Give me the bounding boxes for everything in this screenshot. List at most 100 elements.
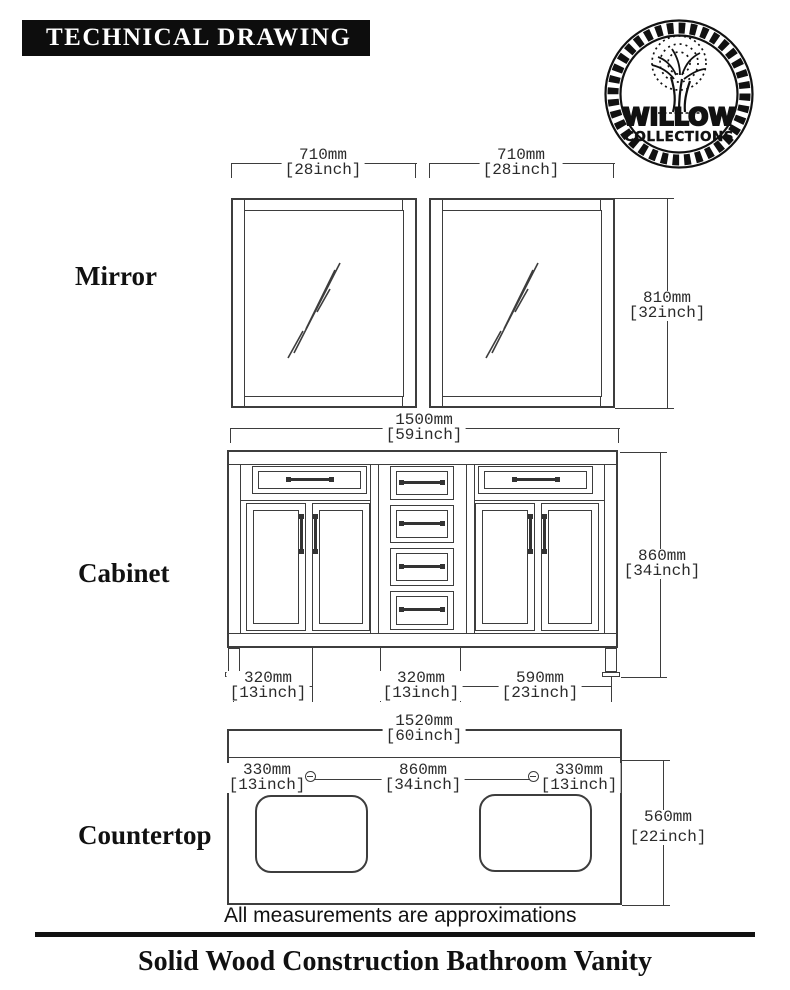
frame-line	[600, 198, 601, 210]
dim-mm: 560mm	[643, 808, 692, 826]
cabinet-stile	[604, 464, 605, 633]
logo-sub-wordmark: COLLECTIONS	[624, 129, 734, 145]
product-title: Solid Wood Construction Bathroom Vanity	[138, 946, 652, 977]
dim-connector	[620, 452, 667, 453]
dim-mm: 590mm	[515, 669, 564, 687]
approximation-note: All measurements are approximations	[224, 904, 577, 927]
cabinet-bottom-rail	[229, 633, 616, 634]
willow-collections-logo: WILLOW COLLECTIONS	[604, 19, 754, 169]
dim-inch: [60inch]	[385, 727, 463, 745]
door-panel	[319, 510, 363, 624]
cabinet-drawer-mid-1	[390, 466, 454, 500]
faucet-hole-right	[528, 771, 539, 782]
dim-mirror-left-width: 710mm [28inch]	[281, 146, 365, 179]
dim-tick	[618, 428, 619, 443]
dim-inch: [32inch]	[628, 304, 706, 322]
countertop-section-label: Countertop	[78, 820, 212, 850]
frame-line	[402, 198, 403, 210]
cabinet-top-rail	[229, 464, 616, 465]
logo-rope-ring	[607, 22, 751, 166]
dim-extension	[312, 648, 313, 702]
mirror-right-reflection-marks	[485, 262, 539, 359]
dim-connector	[615, 408, 674, 409]
frame-line	[600, 397, 601, 408]
dim-inch: [13inch]	[229, 684, 307, 702]
dim-mm: 860mm	[637, 547, 686, 565]
logo-outer-circle	[604, 19, 754, 169]
dim-cabinet-width: 1500mm [59inch]	[382, 412, 466, 444]
dim-mm: 860mm	[398, 761, 447, 779]
sink-left	[255, 795, 368, 873]
dim-connector	[621, 677, 667, 678]
drawer-handle	[512, 476, 560, 482]
drawer-panel	[396, 596, 448, 625]
drawer-panel	[396, 510, 448, 538]
mirror-left-frame	[231, 198, 417, 408]
faucet-hole-left	[305, 771, 316, 782]
dim-inch: [28inch]	[482, 161, 560, 179]
cabinet-drawer-mid-4	[390, 591, 454, 630]
dim-cabinet-height: 860mm [34inch]	[620, 547, 704, 580]
dim-inch: [34inch]	[384, 776, 462, 794]
frame-line	[442, 397, 443, 408]
door-panel	[253, 510, 299, 624]
drawer-panel	[396, 553, 448, 581]
drawer-handle	[399, 479, 445, 485]
dim-countertop-center: 860mm [34inch]	[381, 761, 465, 794]
cabinet-drawer-mid-3	[390, 548, 454, 586]
cabinet-drawer-mid-2	[390, 505, 454, 543]
dim-inch: [28inch]	[284, 161, 362, 179]
page-title: TECHNICAL DRAWING	[22, 20, 370, 56]
dim-inch: [59inch]	[385, 426, 463, 444]
cabinet-stile	[240, 464, 241, 633]
dim-inch: [34inch]	[623, 562, 701, 580]
cabinet-foot-right	[605, 648, 617, 672]
dim-countertop-right: 330mm [13inch]	[537, 761, 621, 794]
cabinet-stile	[378, 464, 379, 633]
dim-tick	[415, 163, 416, 178]
dim-inch: [13inch]	[540, 776, 618, 794]
cabinet-foot-pad	[602, 672, 620, 677]
frame-line	[402, 397, 403, 408]
dim-mm: 710mm	[298, 146, 347, 164]
drawer-handle	[286, 476, 334, 482]
drawer-panel	[258, 471, 361, 489]
dim-mm: 1520mm	[395, 712, 453, 730]
dim-countertop-depth: 560mm [22inch]	[626, 808, 710, 846]
dim-inch: [22inch]	[629, 828, 707, 846]
dim-mm: 330mm	[242, 761, 291, 779]
dim-mm: 330mm	[554, 761, 603, 779]
door-panel	[482, 510, 528, 624]
cabinet-rail	[240, 500, 370, 501]
cabinet-door-left-a	[246, 503, 306, 631]
mirror-left-glass	[244, 210, 404, 397]
dim-tick	[613, 163, 614, 178]
dim-connector	[622, 905, 670, 906]
dim-tick	[230, 428, 231, 443]
frame-line	[244, 198, 245, 210]
cabinet-door-left-b	[312, 503, 370, 631]
dim-countertop-left: 330mm [13inch]	[225, 761, 309, 793]
countertop-edge-line	[229, 757, 620, 758]
cabinet-drawer-right	[478, 466, 593, 494]
door-handle	[298, 514, 304, 554]
mirror-right-glass	[442, 210, 602, 397]
drawer-handle	[399, 563, 445, 569]
logo-wordmark: WILLOW	[623, 103, 735, 131]
cabinet-drawer-left	[252, 466, 367, 494]
tree-icon	[651, 35, 707, 114]
cabinet-rail	[474, 500, 604, 501]
dim-mirror-right-width: 710mm [28inch]	[479, 147, 563, 179]
door-handle	[527, 514, 533, 554]
drawer-handle	[399, 606, 445, 612]
mirror-left-reflection-marks	[287, 262, 341, 359]
drawer-panel	[484, 471, 587, 489]
dim-cabinet-bottom-mid: 320mm [13inch]	[379, 670, 463, 701]
door-handle	[541, 514, 547, 554]
footer-divider	[35, 932, 755, 937]
frame-line	[244, 397, 245, 408]
cabinet-stile	[474, 464, 475, 633]
dim-connector	[622, 760, 670, 761]
cabinet-stile	[466, 464, 467, 633]
dim-countertop-width: 1520mm [60inch]	[382, 712, 466, 745]
